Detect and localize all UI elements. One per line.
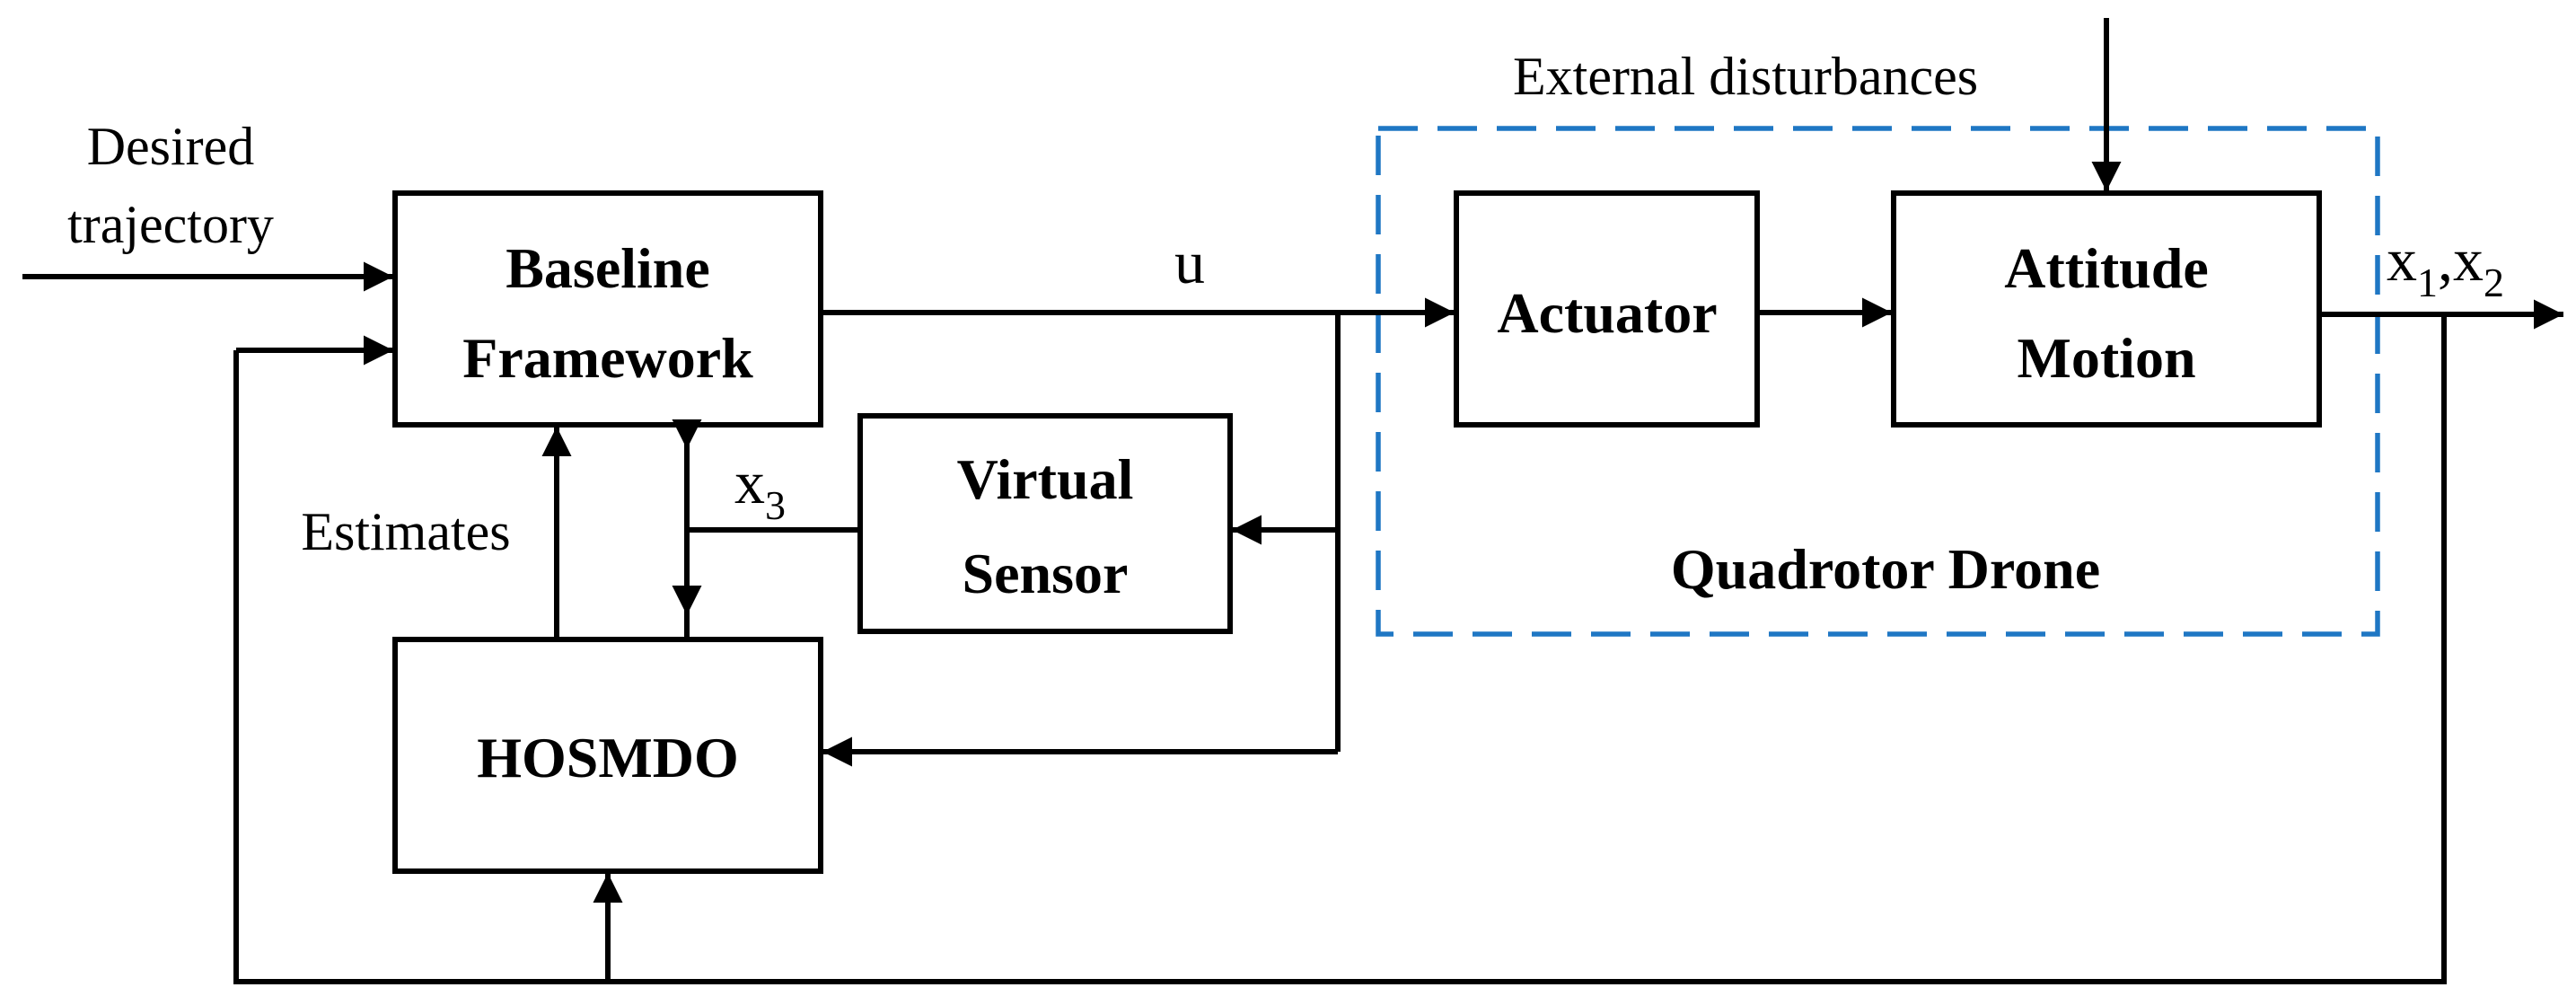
baseline-label-line1: Baseline [506,236,710,300]
baseline-label-line2: Framework [462,326,753,390]
quadrotor-drone-group [1376,126,2380,637]
virtual-sensor-label-line1: Virtual [957,447,1134,511]
u-label: u [1174,228,1205,296]
feedback-loop-line [233,314,2447,984]
attitude-label-line1: Attitude [2004,236,2209,300]
hosmdo-block [392,637,823,874]
quadrotor-drone-label: Quadrotor Drone [1671,537,2100,601]
estimates-label: Estimates [301,502,510,561]
desired-trajectory-label-line1: Desired [87,117,255,176]
attitude-label-line2: Motion [2017,326,2195,390]
actuator-label: Actuator [1497,281,1717,345]
external-disturbances-label: External disturbances [1513,47,1978,106]
hosmdo-label: HOSMDO [477,726,739,789]
actuator-block [1454,190,1760,428]
baseline-framework-block [392,190,823,428]
x1-x2-label: x1,x2 [2387,225,2504,305]
virtual-sensor-block [857,413,1233,634]
x3-label: x3 [734,448,786,528]
attitude-motion-block [1891,190,2322,428]
virtual-sensor-label-line2: Sensor [963,542,1129,605]
desired-trajectory-label-line2: trajectory [67,195,274,254]
